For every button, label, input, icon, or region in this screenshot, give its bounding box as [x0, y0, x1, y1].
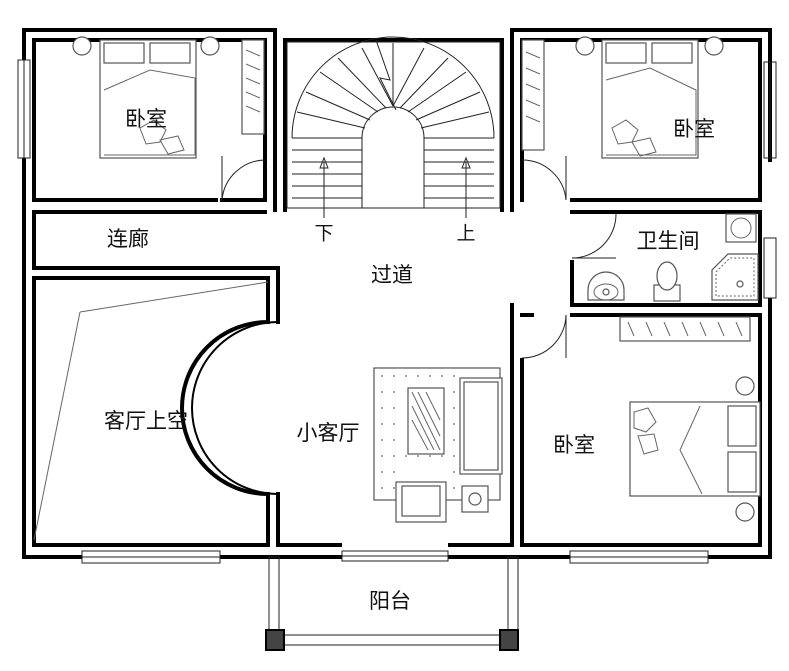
wardrobe-ne [521, 39, 545, 151]
bathroom-walls [570, 210, 762, 307]
bedroom-nw-label: 卧室 [125, 107, 167, 131]
bed-se [629, 376, 761, 522]
bed-nw [72, 36, 220, 159]
bathroom-label: 卫生间 [637, 229, 700, 253]
stair-down-label: 下 [314, 223, 333, 245]
bathroom-fixtures [587, 213, 759, 302]
bedroom-se-walls [520, 313, 762, 547]
windows [17, 59, 777, 564]
balcony-label: 阳台 [369, 589, 411, 613]
living-void-label: 客厅上空 [104, 409, 188, 433]
small-living-label: 小客厅 [297, 421, 360, 445]
balcony [265, 556, 519, 651]
staircase [283, 36, 504, 218]
bedroom-ne-label: 卧室 [673, 117, 715, 141]
hallway-label: 过道 [371, 263, 413, 287]
wardrobe-se [619, 316, 751, 342]
small-living-walls [276, 266, 514, 547]
corridor-walls [32, 210, 280, 270]
bedroom-se-label: 卧室 [553, 433, 595, 457]
living-void [32, 276, 279, 547]
living-furniture [373, 367, 503, 523]
bed-ne [575, 36, 724, 159]
stair-up-label: 上 [456, 223, 475, 245]
wardrobe-nw [241, 39, 265, 135]
corridor-label: 连廊 [107, 227, 149, 251]
rug-dots [381, 375, 455, 489]
